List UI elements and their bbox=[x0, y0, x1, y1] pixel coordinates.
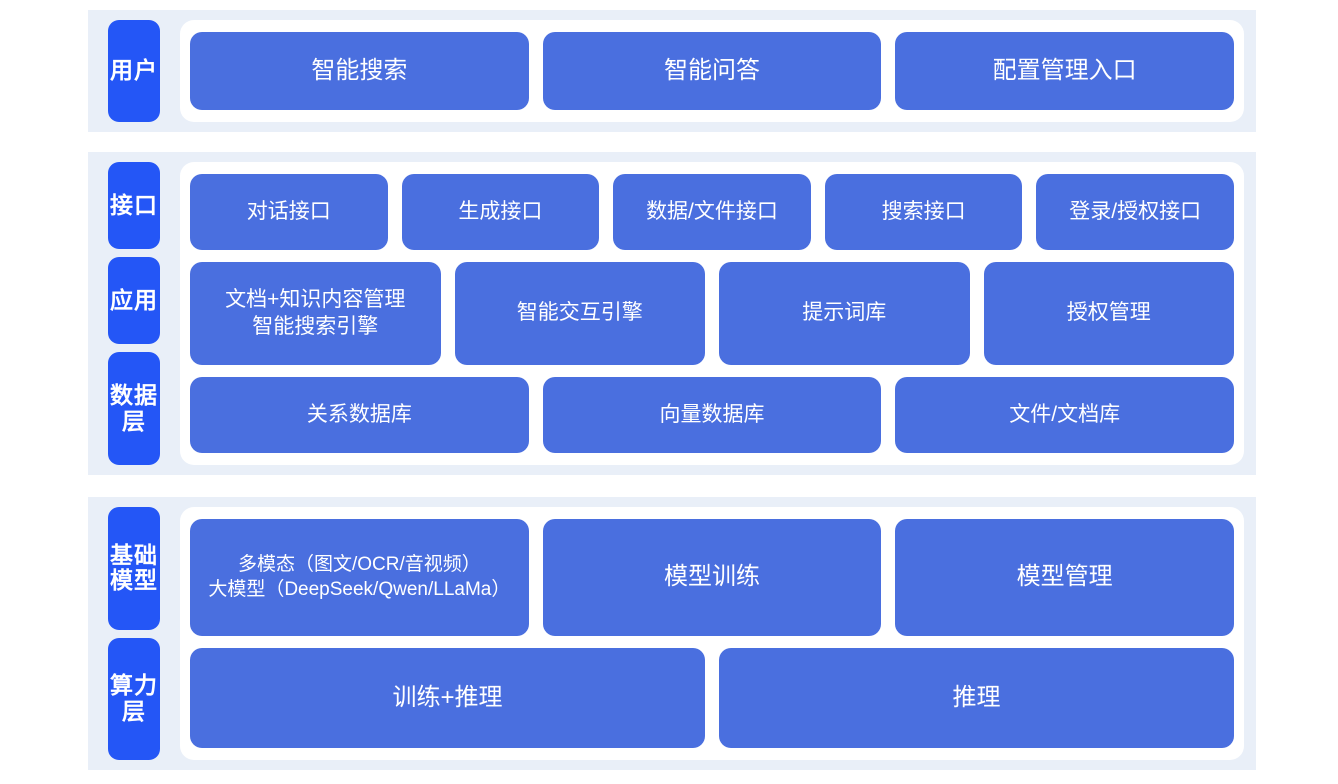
section-user: 用户 智能搜索 智能问答 配置管理入口 bbox=[88, 10, 1256, 132]
row-compute: 训练+推理 推理 bbox=[190, 648, 1234, 748]
layer-label-user: 用户 bbox=[108, 20, 160, 122]
node-relational-database[interactable]: 关系数据库 bbox=[190, 376, 529, 454]
layer-label-compute: 算力层 bbox=[108, 637, 160, 760]
label-column-user: 用户 bbox=[88, 10, 180, 132]
layer-label-data: 数据层 bbox=[108, 352, 160, 465]
node-training-and-inference[interactable]: 训练+推理 bbox=[190, 648, 705, 748]
node-dialog-api[interactable]: 对话接口 bbox=[190, 174, 388, 251]
row-interface: 对话接口 生成接口 数据/文件接口 搜索接口 登录/授权接口 bbox=[190, 174, 1234, 251]
panel-infra: 多模态（图文/OCR/音视频） 大模型（DeepSeek/Qwen/LLaMa）… bbox=[180, 507, 1244, 760]
layer-label-application: 应用 bbox=[108, 257, 160, 345]
node-smart-interaction-engine[interactable]: 智能交互引擎 bbox=[454, 262, 705, 365]
node-search-api[interactable]: 搜索接口 bbox=[824, 174, 1023, 251]
node-authorization-management[interactable]: 授权管理 bbox=[983, 262, 1234, 365]
layer-label-foundation-model: 基础模型 bbox=[108, 507, 160, 630]
node-data-file-api[interactable]: 数据/文件接口 bbox=[613, 174, 811, 251]
node-login-auth-api[interactable]: 登录/授权接口 bbox=[1036, 174, 1234, 251]
label-column-infra: 基础模型 算力层 bbox=[88, 497, 180, 770]
label-column-platform: 接口 应用 数据层 bbox=[88, 152, 180, 475]
node-file-document-store[interactable]: 文件/文档库 bbox=[895, 376, 1235, 454]
row-model: 多模态（图文/OCR/音视频） 大模型（DeepSeek/Qwen/LLaMa）… bbox=[190, 519, 1235, 637]
node-generation-api[interactable]: 生成接口 bbox=[401, 174, 600, 251]
node-config-management-entry[interactable]: 配置管理入口 bbox=[895, 32, 1235, 110]
section-infra: 基础模型 算力层 多模态（图文/OCR/音视频） 大模型（DeepSeek/Qw… bbox=[88, 497, 1256, 770]
section-platform: 接口 应用 数据层 对话接口 生成接口 数据/文件接口 搜索接口 登录/授权接口… bbox=[88, 152, 1256, 475]
node-doc-knowledge-management[interactable]: 文档+知识内容管理 智能搜索引擎 bbox=[190, 262, 441, 365]
node-vector-database[interactable]: 向量数据库 bbox=[542, 376, 882, 454]
node-multimodal-large-model[interactable]: 多模态（图文/OCR/音视频） 大模型（DeepSeek/Qwen/LLaMa） bbox=[190, 519, 529, 637]
node-smart-qa[interactable]: 智能问答 bbox=[542, 32, 882, 110]
node-inference[interactable]: 推理 bbox=[719, 648, 1234, 748]
panel-platform: 对话接口 生成接口 数据/文件接口 搜索接口 登录/授权接口 文档+知识内容管理… bbox=[180, 162, 1244, 465]
node-prompt-library[interactable]: 提示词库 bbox=[719, 262, 970, 365]
node-model-management[interactable]: 模型管理 bbox=[895, 519, 1235, 637]
layer-label-interface: 接口 bbox=[108, 162, 160, 250]
row-application: 文档+知识内容管理 智能搜索引擎 智能交互引擎 提示词库 授权管理 bbox=[190, 262, 1234, 365]
node-model-training[interactable]: 模型训练 bbox=[542, 519, 882, 637]
panel-user: 智能搜索 智能问答 配置管理入口 bbox=[180, 20, 1244, 122]
node-smart-search[interactable]: 智能搜索 bbox=[190, 32, 529, 110]
row-user: 智能搜索 智能问答 配置管理入口 bbox=[190, 32, 1235, 110]
row-data: 关系数据库 向量数据库 文件/文档库 bbox=[190, 376, 1235, 454]
